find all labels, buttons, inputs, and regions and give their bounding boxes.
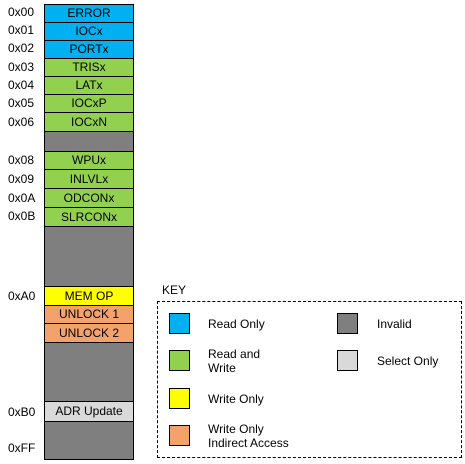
address-label: 0x0B — [8, 209, 36, 223]
address-label: 0x04 — [8, 78, 35, 92]
address-label: 0x03 — [8, 60, 35, 74]
address-label: 0x0A — [8, 191, 36, 205]
register-latx: LATx — [44, 76, 134, 95]
write-indirect-label: Write Only Indirect Access — [208, 422, 289, 450]
register-iocx: IOCx — [44, 22, 134, 41]
address-label: 0x08 — [8, 153, 35, 167]
read-write-swatch — [169, 350, 190, 371]
register-inlvlx: INLVLx — [44, 169, 134, 189]
read-only-swatch — [169, 313, 190, 334]
write-only-swatch — [169, 388, 190, 409]
register-iocxn: IOCxN — [44, 112, 134, 132]
invalid-block — [44, 342, 134, 402]
invalid-block — [44, 421, 134, 460]
address-label: 0x05 — [8, 96, 35, 110]
key-legend: Read Only Read and Write Write Only Writ… — [157, 301, 462, 458]
address-label: 0x00 — [8, 5, 35, 19]
register-adr-update: ADR Update — [44, 401, 134, 422]
select-only-label: Select Only — [377, 354, 439, 368]
address-label: 0xFF — [8, 441, 36, 455]
read-only-label: Read Only — [208, 317, 265, 331]
register-trisx: TRISx — [44, 58, 134, 77]
invalid-label: Invalid — [377, 317, 412, 331]
register-slrconx: SLRCONx — [44, 207, 134, 227]
address-label: 0x06 — [8, 115, 35, 129]
select-only-swatch — [337, 350, 358, 371]
register-wpux: WPUx — [44, 151, 134, 170]
address-label: 0xA0 — [8, 289, 36, 303]
address-label: 0x02 — [8, 41, 35, 55]
register-odconx: ODCONx — [44, 188, 134, 208]
register-mem-op: MEM OP — [44, 286, 134, 306]
write-only-label: Write Only — [208, 392, 264, 406]
register-iocxp: IOCxP — [44, 94, 134, 113]
register-unlock-1: UNLOCK 1 — [44, 305, 134, 324]
invalid-block — [44, 226, 134, 287]
address-label: 0x09 — [8, 172, 35, 186]
invalid-swatch — [337, 313, 358, 334]
register-error: ERROR — [44, 4, 134, 23]
read-write-label: Read and Write — [208, 347, 261, 375]
address-label: 0x01 — [8, 23, 35, 37]
key-title: KEY — [162, 283, 187, 297]
write-indirect-swatch — [169, 425, 190, 446]
register-unlock-2: UNLOCK 2 — [44, 323, 134, 343]
invalid-block — [44, 131, 134, 152]
address-label: 0xB0 — [8, 405, 36, 419]
register-portx: PORTx — [44, 40, 134, 59]
